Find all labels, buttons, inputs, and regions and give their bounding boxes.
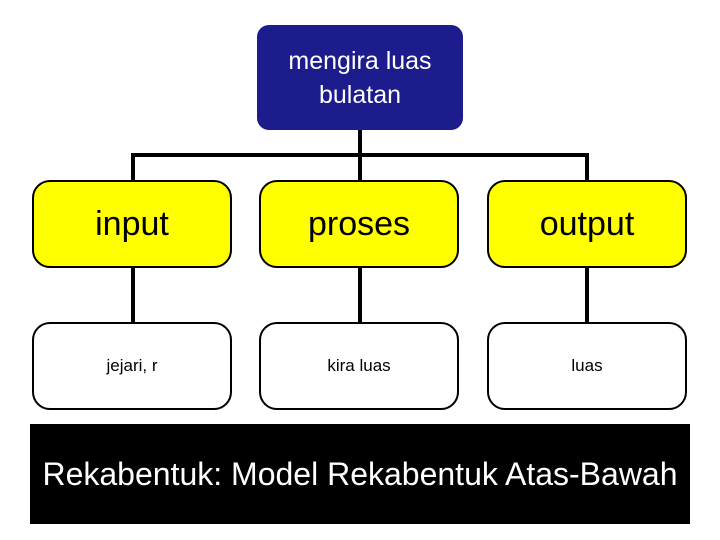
connector-input-to-jejari [131,266,135,324]
diagram-caption-label: Rekabentuk: Model Rekabentuk Atas-Bawah [42,456,678,492]
connector-bus-to-proses [358,153,362,182]
node-input: input [32,180,232,268]
node-input-label: input [95,204,169,243]
node-luas-label: luas [571,356,603,375]
connector-root-stem [358,130,362,156]
connector-bus-to-input [131,153,135,182]
node-luas: luas [487,322,687,410]
connector-output-to-luas [585,266,589,324]
node-output-label: output [539,204,635,243]
node-jejari: jejari, r [32,322,232,410]
node-proses: proses [259,180,459,268]
node-kira-luas-label: kira luas [327,356,391,375]
node-proses-label: proses [307,204,411,243]
node-root: mengira luas bulatan [257,25,463,130]
diagram-caption: Rekabentuk: Model Rekabentuk Atas-Bawah [30,424,690,524]
node-root-label: mengira luas bulatan [288,46,432,109]
node-jejari-label: jejari, r [106,356,158,375]
node-output: output [487,180,687,268]
connector-bus-to-output [585,153,589,182]
node-kira-luas: kira luas [259,322,459,410]
connector-proses-to-kiraluas [358,266,362,324]
